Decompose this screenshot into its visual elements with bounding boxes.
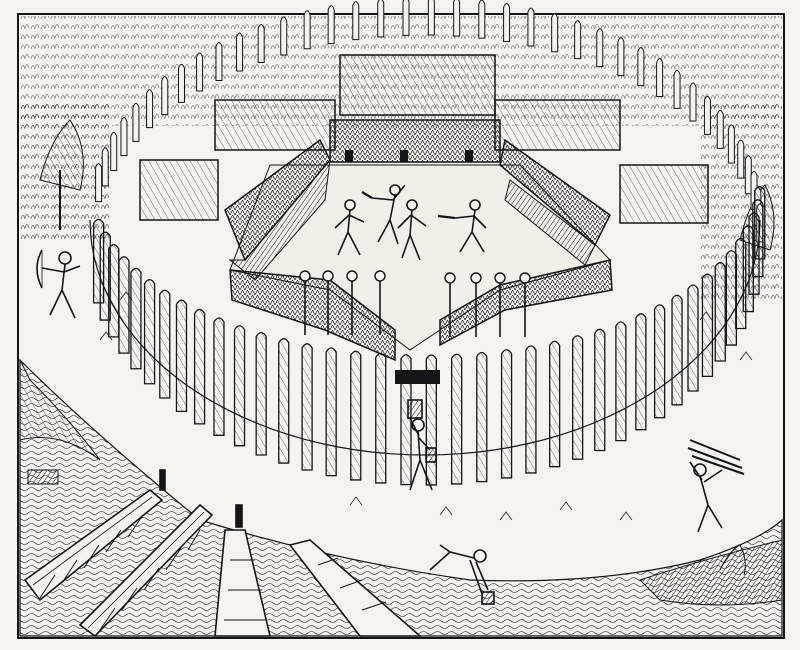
palisade-stake <box>132 102 140 142</box>
palisade-stake <box>213 317 225 436</box>
skull <box>470 272 482 284</box>
palisade-stake <box>525 345 537 474</box>
palisade-stake <box>92 218 105 304</box>
palisade-stake <box>95 163 103 203</box>
palisade-stake <box>527 7 535 47</box>
palisade-fence <box>89 0 766 486</box>
palisade-stake <box>453 0 461 37</box>
palisade-stake <box>451 353 463 485</box>
palisade-stake <box>352 1 360 41</box>
palisade-stake <box>175 299 188 413</box>
palisade-stake <box>402 0 410 36</box>
palisade-stake <box>196 52 204 92</box>
palisade-stake <box>255 332 267 456</box>
palisade-stake <box>637 47 645 87</box>
riverbank <box>19 358 783 637</box>
palisade-stake <box>653 304 666 419</box>
palisade-stake <box>177 63 185 103</box>
skull <box>519 272 531 284</box>
palisade-stake <box>375 352 387 484</box>
palisade-stake <box>377 0 385 38</box>
palisade-stake <box>594 328 606 452</box>
palisade-stake <box>236 32 244 72</box>
palisade-stake <box>146 89 154 129</box>
skull <box>299 270 311 282</box>
palisade-stake <box>120 117 128 157</box>
palisade-stake <box>130 267 142 370</box>
palisade-stake <box>617 37 625 77</box>
palisade-stake <box>110 132 118 172</box>
palisade-stake <box>478 0 486 39</box>
palisade-stake <box>503 2 511 42</box>
palisade-stake <box>615 321 627 442</box>
skull <box>494 272 506 284</box>
palisade-stake <box>671 294 683 406</box>
palisade-binding <box>89 219 761 456</box>
palisade-stake <box>400 354 412 486</box>
palisade-stake <box>596 28 604 68</box>
skull <box>322 270 334 282</box>
palisade-stake <box>725 250 738 346</box>
palisade-stake <box>727 124 735 164</box>
palisade-stake <box>118 256 130 354</box>
skull <box>346 270 358 282</box>
palisade-stake <box>574 20 582 60</box>
palisade-stake <box>701 273 714 378</box>
palisade-stake <box>572 335 584 460</box>
palisade-stake <box>159 289 171 399</box>
palisade-stake <box>143 278 156 385</box>
palisade-stake <box>301 343 313 471</box>
water-carrier-figure <box>407 399 437 491</box>
palisade-stake <box>161 76 169 116</box>
skull <box>374 270 386 282</box>
palisade-stake <box>101 147 109 187</box>
palisade-stake <box>673 69 681 109</box>
skull-poles <box>299 270 531 337</box>
palisade-gate <box>395 370 440 384</box>
palisade-stake <box>427 0 435 36</box>
palisade-stake <box>500 349 513 479</box>
palisade-stake <box>737 139 745 179</box>
ground-texture <box>99 291 753 521</box>
palisade-stake <box>233 325 246 447</box>
palisade-stake <box>656 58 664 98</box>
palisade-stake <box>193 308 206 425</box>
palisade-stake <box>703 95 711 135</box>
palisade-stake <box>325 347 337 477</box>
palisade-stake <box>687 284 699 392</box>
palisade-stake <box>215 41 223 81</box>
palisade-stake <box>303 10 311 50</box>
palisade-stake <box>327 5 335 45</box>
palisade-stake <box>716 109 724 149</box>
palisade-stake <box>278 338 290 464</box>
palisade-stake <box>257 23 265 63</box>
palisade-stake <box>476 351 488 483</box>
palisade-stake <box>635 313 647 431</box>
palisade-stake <box>350 350 362 481</box>
dancing-figures <box>334 184 487 261</box>
palisade-stake <box>735 237 747 330</box>
palisade-stake <box>280 16 288 56</box>
palisade-stake <box>689 82 697 122</box>
palisade-stake <box>744 155 752 195</box>
skull <box>444 272 456 284</box>
palisade-stake <box>551 13 559 53</box>
canoes <box>23 469 423 638</box>
archer-figure <box>36 249 81 319</box>
palisade-stake <box>714 262 726 362</box>
longhouses <box>139 54 709 362</box>
wood-carrier-figure <box>687 439 745 533</box>
palisade-stake <box>549 340 561 468</box>
